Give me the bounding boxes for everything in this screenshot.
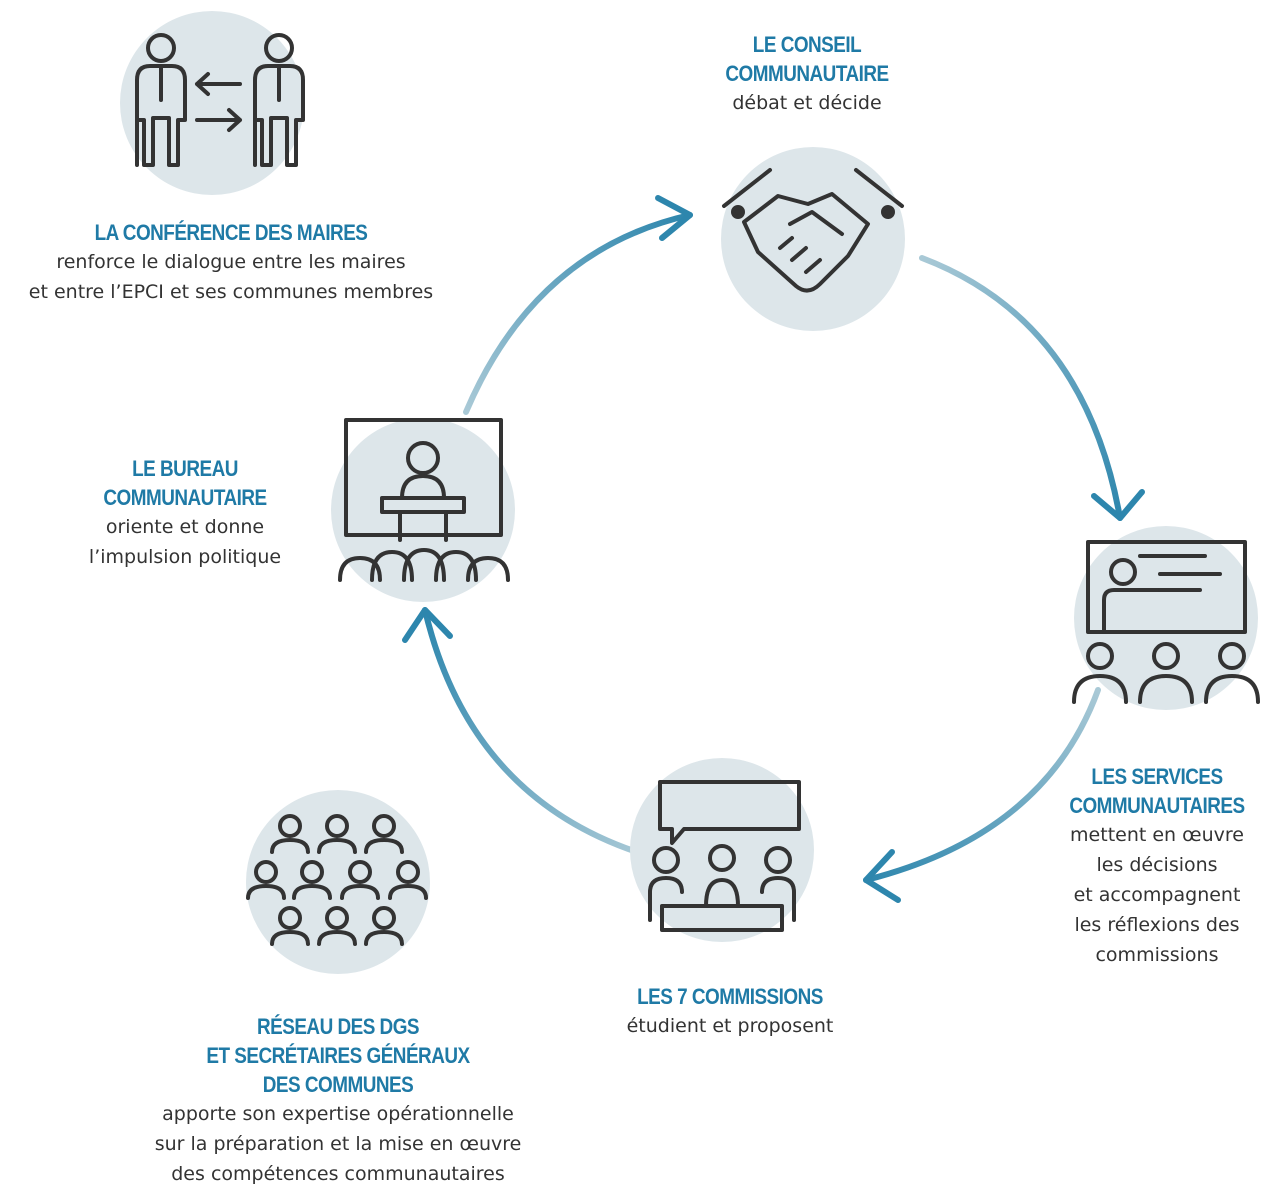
node-bureau: LE BUREAU COMMUNAUTAIRE oriente et donne… (70, 454, 300, 572)
node-bureau-title: LE BUREAU COMMUNAUTAIRE (86, 454, 284, 512)
desc-line: sur la préparation et la mise en œuvre (154, 1133, 522, 1155)
node-reseau-title: RÉSEAU DES DGS ET SECRÉTAIRES GÉNÉRAUX D… (149, 1012, 527, 1099)
title-line: LES 7 COMMISSIONS (637, 984, 823, 1009)
desc-line: des compétences communautaires (171, 1163, 505, 1185)
arrowhead-services-to-commissions (863, 849, 901, 903)
title-line: LE BUREAU (132, 456, 238, 481)
arrowhead-conseil-to-services (1091, 489, 1145, 521)
arrow-conseil-to-services (919, 255, 1123, 521)
node-conseil-desc: débat et décide (654, 88, 960, 118)
desc-line: renforce le dialogue entre les maires (56, 251, 406, 273)
node-bureau-desc: oriente et donne l’impulsion politique (70, 512, 300, 572)
node-conference-title: LA CONFÉRENCE DES MAIRES (32, 218, 429, 247)
icon-bg-commissions (630, 758, 814, 942)
node-reseau-desc: apporte son expertise opérationnelle sur… (118, 1099, 558, 1189)
desc-line: et entre l’EPCI et ses communes membres (28, 281, 434, 303)
title-line: COMMUNAUTAIRE (103, 485, 267, 510)
desc-line: les décisions (1096, 854, 1218, 876)
icon-bg-conseil (721, 147, 905, 331)
cycle-arrows (402, 195, 1145, 903)
desc-line: débat et décide (732, 92, 882, 114)
title-line: ET SECRÉTAIRES GÉNÉRAUX (206, 1043, 470, 1068)
desc-line: les réflexions des (1074, 914, 1240, 936)
desc-line: oriente et donne (105, 516, 265, 538)
two-persons-exchange-icon (135, 33, 305, 167)
arrow-services-to-commissions (863, 687, 1101, 883)
crowd-icon (246, 814, 428, 946)
title-line: DES COMMUNES (262, 1072, 414, 1097)
arrowhead-bureau-to-conseil (655, 195, 693, 241)
node-reseau: RÉSEAU DES DGS ET SECRÉTAIRES GÉNÉRAUX D… (118, 1012, 558, 1189)
desc-line: mettent en œuvre (1070, 824, 1244, 846)
title-line: RÉSEAU DES DGS (256, 1014, 420, 1039)
arrow-commissions-to-bureau (422, 607, 649, 858)
arrow-bureau-to-conseil (463, 212, 693, 415)
node-services-desc: mettent en œuvre les décisions et accomp… (1040, 820, 1274, 970)
icon-bg-conference (120, 11, 304, 195)
desc-line: étudient et proposent (626, 1015, 834, 1037)
node-conseil: LE CONSEIL COMMUNAUTAIRE débat et décide (654, 30, 960, 118)
title-line: LA CONFÉRENCE DES MAIRES (94, 220, 368, 245)
desc-line: commissions (1095, 944, 1219, 966)
title-line: LES SERVICES (1091, 764, 1223, 789)
arrowhead-commissions-to-bureau (402, 607, 453, 643)
title-line: LE CONSEIL (752, 32, 862, 57)
desc-line: et accompagnent (1073, 884, 1241, 906)
meeting-table-icon (648, 780, 801, 932)
node-commissions: LES 7 COMMISSIONS étudient et proposent (580, 982, 880, 1041)
node-conference: LA CONFÉRENCE DES MAIRES renforce le dia… (0, 218, 462, 307)
node-conseil-title: LE CONSEIL COMMUNAUTAIRE (675, 30, 938, 88)
presentation-icon (1072, 540, 1260, 704)
title-line: COMMUNAUTAIRE (725, 61, 889, 86)
node-services-title: LES SERVICES COMMUNAUTAIRES (1056, 762, 1257, 820)
icon-bg-services (1074, 526, 1258, 710)
handshake-icon (722, 168, 904, 293)
desc-line: l’impulsion politique (88, 546, 282, 568)
node-services: LES SERVICES COMMUNAUTAIRES mettent en œ… (1040, 762, 1274, 970)
title-line: COMMUNAUTAIRES (1069, 793, 1245, 818)
node-commissions-desc: étudient et proposent (580, 1011, 880, 1041)
speaker-audience-icon (338, 418, 510, 582)
desc-line: apporte son expertise opérationnelle (162, 1103, 514, 1125)
node-conference-desc: renforce le dialogue entre les maires et… (0, 247, 462, 307)
node-commissions-title: LES 7 COMMISSIONS (601, 982, 859, 1011)
